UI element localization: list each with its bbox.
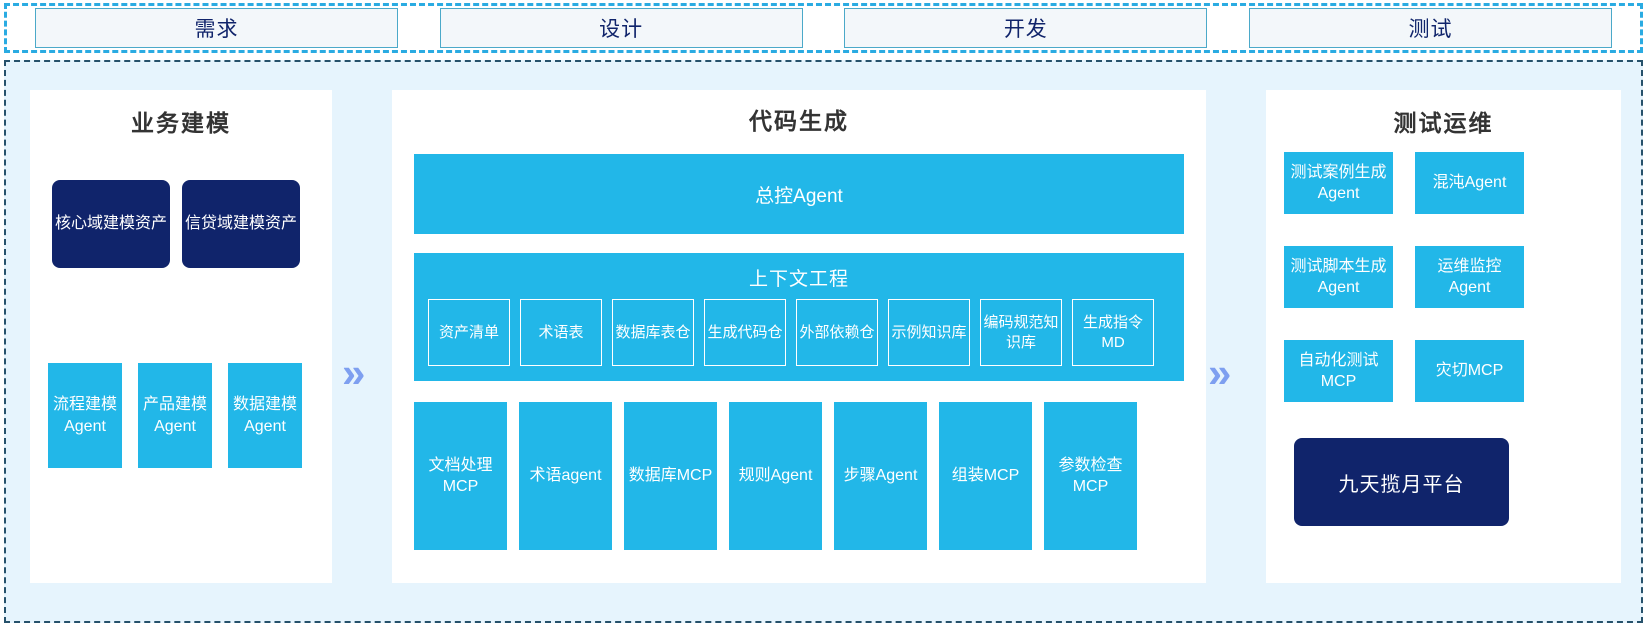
context-item-group: 资产清单 术语表 数据库表仓 生成代码仓 外部依赖仓 示例知识库 编码规范知识库… (428, 299, 1154, 366)
context-item-asset-list[interactable]: 资产清单 (428, 299, 510, 366)
tool-label: 文档处理MCP (428, 456, 493, 495)
context-item-label: 数据库表仓 (615, 323, 691, 341)
agent-label: 数据建模Agent (232, 395, 297, 435)
panel-title-test-operations: 测试运维 (1393, 110, 1494, 136)
phase-bar: 需求 设计 开发 测试 (4, 3, 1643, 53)
tool-glossary-agent[interactable]: 术语agent (519, 402, 612, 550)
modeling-agent-group: 流程建模Agent 产品建模Agent 数据建模Agent (48, 363, 302, 468)
tool-rule-agent[interactable]: 规则Agent (729, 402, 822, 550)
tool-step-agent[interactable]: 步骤Agent (834, 402, 927, 550)
phase-label: 开发 (1003, 18, 1048, 41)
test-item-label: 测试案例生成Agent (1290, 163, 1387, 202)
disaster-switch-mcp[interactable]: 灾切MCP (1415, 340, 1524, 402)
master-agent-bar[interactable]: 总控Agent (414, 154, 1184, 234)
phase-label: 需求 (194, 18, 239, 41)
asset-core-domain[interactable]: 核心域建模资产 (52, 180, 170, 268)
test-item-label: 混沌Agent (1432, 174, 1507, 192)
phase-item-development[interactable]: 开发 (844, 8, 1208, 48)
business-asset-group: 核心域建模资产 信贷域建模资产 (52, 180, 300, 268)
context-item-label: 示例知识库 (891, 323, 967, 341)
phase-item-testing[interactable]: 测试 (1248, 8, 1612, 48)
asset-credit-domain[interactable]: 信贷域建模资产 (182, 180, 300, 268)
chevron-right-icon: » (342, 349, 366, 396)
tool-group: 文档处理MCP 术语agent 数据库MCP 规则Agent 步骤Agent 组… (414, 402, 1137, 550)
tool-label: 数据库MCP (628, 467, 713, 485)
test-script-generation-agent[interactable]: 测试脚本生成Agent (1284, 246, 1393, 308)
panel-business-modeling: 业务建模 核心域建模资产 信贷域建模资产 流程建模Agent 产品建模Agent… (30, 90, 332, 583)
context-item-db-table-repo[interactable]: 数据库表仓 (612, 299, 694, 366)
context-engineering-title: 上下文工程 (748, 269, 849, 290)
phase-label: 测试 (1408, 18, 1453, 41)
tool-label: 参数检查MCP (1058, 456, 1123, 495)
tool-parameter-check-mcp[interactable]: 参数检查MCP (1044, 402, 1137, 550)
test-case-generation-agent[interactable]: 测试案例生成Agent (1284, 152, 1393, 214)
test-item-label: 灾切MCP (1435, 362, 1504, 380)
ops-monitoring-agent[interactable]: 运维监控Agent (1415, 246, 1524, 308)
context-item-label: 资产清单 (438, 323, 499, 341)
tool-assembly-mcp[interactable]: 组装MCP (939, 402, 1032, 550)
tool-label: 规则Agent (738, 467, 813, 485)
master-agent-label: 总控Agent (755, 185, 843, 207)
phase-item-requirements[interactable]: 需求 (35, 8, 398, 48)
context-item-example-knowledge-base[interactable]: 示例知识库 (888, 299, 970, 366)
test-ops-group: 测试案例生成Agent 混沌Agent 测试脚本生成Agent 运维监控Agen… (1284, 152, 1524, 402)
main-canvas: 业务建模 核心域建模资产 信贷域建模资产 流程建模Agent 产品建模Agent… (4, 60, 1643, 623)
tool-document-processing-mcp[interactable]: 文档处理MCP (414, 402, 507, 550)
context-item-label: 生成代码仓 (707, 323, 783, 341)
test-item-label: 测试脚本生成Agent (1290, 257, 1387, 296)
asset-label: 核心域建模资产 (54, 215, 167, 233)
agent-label: 产品建模Agent (142, 395, 207, 435)
context-item-label: 术语表 (538, 323, 584, 341)
automated-test-mcp[interactable]: 自动化测试MCP (1284, 340, 1393, 402)
panel-code-generation: 代码生成 总控Agent 上下文工程 资产清单 术语表 数据库表仓 生成代码仓 … (392, 90, 1206, 583)
tool-label: 术语agent (529, 467, 602, 485)
tool-label: 组装MCP (951, 467, 1020, 485)
agent-process-modeling[interactable]: 流程建模Agent (48, 363, 122, 468)
tool-database-mcp[interactable]: 数据库MCP (624, 402, 717, 550)
context-item-label: 编码规范知识库 (983, 314, 1059, 351)
panel-test-operations: 测试运维 测试案例生成Agent 混沌Agent 测试脚本生成Agent 运维监… (1266, 90, 1621, 583)
context-engineering-block: 上下文工程 资产清单 术语表 数据库表仓 生成代码仓 外部依赖仓 示例知识库 编… (414, 253, 1184, 381)
context-item-label: 外部依赖仓 (799, 323, 875, 341)
chevron-right-icon: » (1208, 349, 1232, 396)
context-item-generated-code-repo[interactable]: 生成代码仓 (704, 299, 786, 366)
platform-label: 九天揽月平台 (1338, 473, 1465, 496)
context-item-coding-standard-knowledge-base[interactable]: 编码规范知识库 (980, 299, 1062, 366)
context-item-generation-instruction-md[interactable]: 生成指令MD (1072, 299, 1154, 366)
panel-title-business-modeling: 业务建模 (131, 110, 231, 136)
phase-label: 设计 (599, 18, 644, 41)
chaos-agent[interactable]: 混沌Agent (1415, 152, 1524, 214)
asset-label: 信贷域建模资产 (184, 215, 297, 233)
agent-product-modeling[interactable]: 产品建模Agent (138, 363, 212, 468)
platform-jiutian-lanyue[interactable]: 九天揽月平台 (1294, 438, 1509, 526)
agent-data-modeling[interactable]: 数据建模Agent (228, 363, 302, 468)
test-item-label: 自动化测试MCP (1298, 351, 1379, 390)
context-item-label: 生成指令MD (1082, 314, 1143, 351)
phase-item-design[interactable]: 设计 (439, 8, 803, 48)
context-item-external-dependency-repo[interactable]: 外部依赖仓 (796, 299, 878, 366)
context-item-glossary[interactable]: 术语表 (520, 299, 602, 366)
agent-label: 流程建模Agent (52, 395, 117, 435)
tool-label: 步骤Agent (843, 467, 918, 485)
test-item-label: 运维监控Agent (1437, 257, 1502, 296)
panel-title-code-generation: 代码生成 (749, 108, 849, 134)
